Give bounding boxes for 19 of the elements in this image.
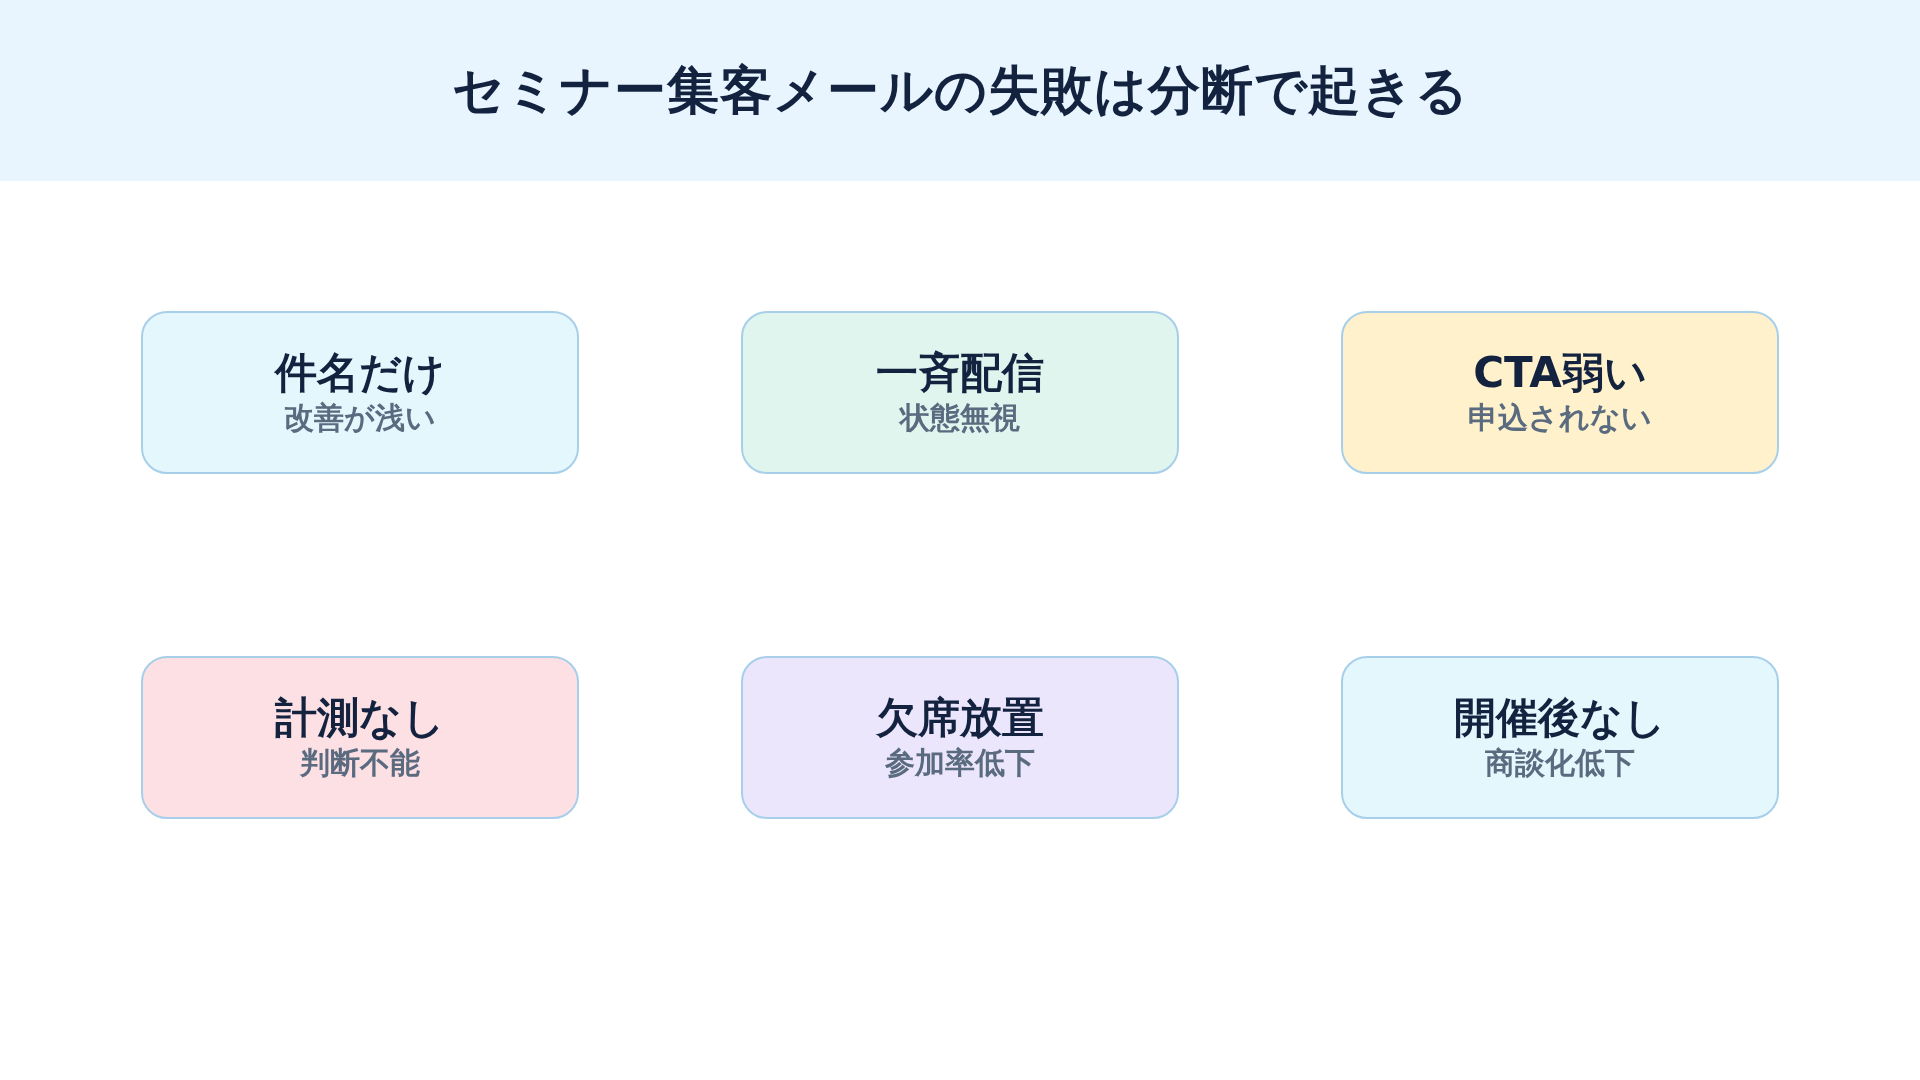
card-heading: 欠席放置 <box>876 694 1044 743</box>
card-subtext: 参加率低下 <box>885 746 1035 781</box>
card-heading: 一斉配信 <box>876 349 1044 398</box>
card-subtext: 状態無視 <box>900 401 1020 436</box>
card-heading: 開催後なし <box>1454 694 1666 743</box>
problem-card <box>1341 311 1779 474</box>
problem-card <box>141 656 579 819</box>
card-heading: CTA弱い <box>1473 349 1647 398</box>
problem-card <box>141 311 579 474</box>
card-subtext: 申込されない <box>1468 401 1652 436</box>
card-subtext: 商談化低下 <box>1485 746 1635 781</box>
problem-card <box>741 656 1179 819</box>
problem-card <box>741 311 1179 474</box>
card-subtext: 判断不能 <box>300 746 420 781</box>
problem-card <box>1341 656 1779 819</box>
card-heading: 計測なし <box>275 694 445 743</box>
title: セミナー集客メールの失敗は分断で起きる <box>451 58 1469 122</box>
card-heading: 件名だけ <box>275 349 445 398</box>
card-subtext: 改善が浅い <box>284 401 436 436</box>
